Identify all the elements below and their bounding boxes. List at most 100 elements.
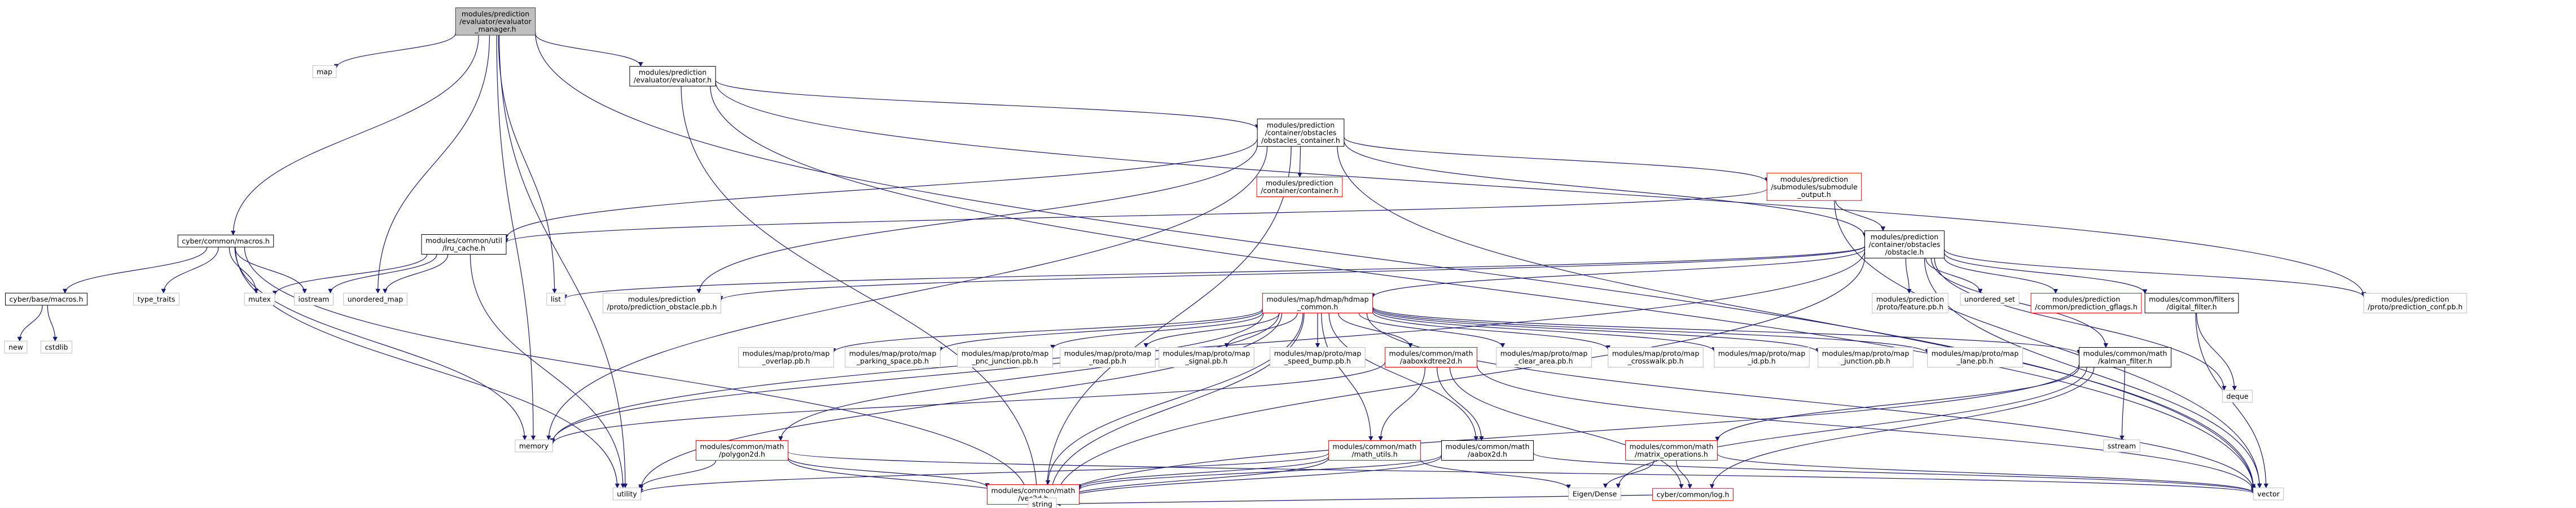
graph-node[interactable]: modules/common/math/polygon2d.h xyxy=(696,440,788,461)
graph-node-label: modules/map/proto/map xyxy=(1718,349,1806,358)
graph-node: Eigen/Dense xyxy=(1568,487,1621,501)
graph-node[interactable]: modules/common/math/matrix_operations.h xyxy=(1625,440,1718,461)
graph-node: modules/map/proto/map_road.pb.h xyxy=(1060,347,1156,367)
graph-node-box xyxy=(696,440,788,461)
graph-node[interactable]: modules/prediction/submodules/submodule_… xyxy=(1766,173,1862,201)
nodes-layer: modules/prediction/evaluator/evaluator_m… xyxy=(4,7,2467,508)
graph-node-label: modules/common/math xyxy=(991,487,1076,495)
graph-node-box xyxy=(1818,347,1914,367)
graph-node-label: modules/map/proto/map xyxy=(1500,349,1588,358)
graph-node-label: /container/obstacles xyxy=(1265,128,1337,137)
graph-node[interactable]: cyber/common/macros.h xyxy=(177,234,274,248)
dependency-edge xyxy=(1372,312,1610,351)
graph-node: modules/map/proto/map_crosswalk.pb.h xyxy=(1608,347,1704,367)
graph-node-label: _overlap.pb.h xyxy=(762,357,810,365)
graph-node-label: cyber/common/macros.h xyxy=(182,237,270,245)
graph-node-label: cyber/common/log.h xyxy=(1657,490,1730,498)
dependency-edge xyxy=(681,86,1039,499)
graph-node-box xyxy=(1028,497,1057,508)
graph-node[interactable]: modules/common/util/lru_cache.h xyxy=(421,234,507,255)
graph-node-box xyxy=(1496,347,1592,367)
dependency-edge xyxy=(715,80,1260,129)
dependency-edge xyxy=(1709,367,2095,489)
graph-node-box xyxy=(738,347,834,367)
dependency-edge xyxy=(499,35,628,489)
dependency-edge xyxy=(1533,453,2256,494)
graph-node[interactable]: modules/prediction/evaluator/evaluator_m… xyxy=(455,7,536,36)
graph-node: modules/map/proto/map_clear_area.pb.h xyxy=(1496,347,1592,367)
graph-node-label: /container/obstacles xyxy=(1869,240,1941,248)
graph-node: utility xyxy=(612,487,642,501)
graph-node[interactable]: cyber/common/log.h xyxy=(1652,488,1734,501)
dependency-edge xyxy=(1321,313,1373,441)
graph-node: modules/prediction/proto/prediction_obst… xyxy=(603,293,721,313)
dependency-edge xyxy=(244,247,1031,500)
dependency-edge xyxy=(1143,313,1280,348)
dependency-edge xyxy=(234,247,307,294)
graph-node-label: cstdlib xyxy=(45,343,68,351)
graph-node: modules/map/proto/map_id.pb.h xyxy=(1714,347,1810,367)
graph-node: unordered_set xyxy=(1960,292,2020,306)
graph-node-label: new xyxy=(8,343,23,351)
dependency-edge xyxy=(333,33,456,69)
graph-node[interactable]: modules/map/hdmap/hdmap_common.h xyxy=(1262,293,1373,313)
graph-node-label: /aabox2d.h xyxy=(1468,450,1507,458)
dependency-edge xyxy=(272,254,428,296)
graph-node: modules/prediction/proto/prediction_conf… xyxy=(2363,293,2467,313)
graph-node-label: /obstacles_container.h xyxy=(1261,136,1340,144)
graph-node-box xyxy=(845,347,941,367)
dependency-edge xyxy=(1943,248,2367,298)
graph-node: modules/map/proto/map_pnc_junction.pb.h xyxy=(957,347,1053,367)
graph-node[interactable]: modules/prediction/common/prediction_gfl… xyxy=(2030,293,2142,313)
graph-node[interactable]: modules/prediction/container/obstacles/o… xyxy=(1257,119,1345,147)
graph-node: sstream xyxy=(2103,439,2140,453)
graph-node-label: /math_utils.h xyxy=(1351,450,1397,458)
dependency-edge xyxy=(1925,258,1983,294)
graph-node[interactable]: modules/common/math/aabox2d.h xyxy=(1441,440,1534,461)
graph-node-box xyxy=(1158,347,1254,367)
graph-node-box xyxy=(546,292,565,306)
graph-node: unordered_map xyxy=(343,292,407,306)
graph-node-label: modules/map/proto/map xyxy=(1163,349,1250,358)
graph-node[interactable]: modules/prediction/evaluator/evaluator.h xyxy=(629,66,716,86)
graph-node[interactable]: modules/prediction/container/container.h xyxy=(1256,177,1343,197)
graph-node[interactable]: modules/prediction/container/obstacles/o… xyxy=(1864,230,1945,259)
graph-node-box xyxy=(1864,230,1945,259)
graph-node: modules/map/proto/map_speed_bump.pb.h xyxy=(1270,347,1366,367)
graph-node-label: sstream xyxy=(2108,441,2136,450)
graph-node[interactable]: modules/common/math/math_utils.h xyxy=(1328,440,1421,461)
graph-node-box xyxy=(2253,487,2284,501)
dependency-edge xyxy=(1077,454,1442,491)
graph-node-label: /evaluator/evaluator xyxy=(459,17,532,25)
graph-node-box xyxy=(1608,347,1704,367)
graph-node-label: type_traits xyxy=(138,295,175,303)
graph-node: new xyxy=(4,340,28,354)
graph-node-label: /digital_filter.h xyxy=(2166,303,2217,311)
graph-node-box xyxy=(1714,347,1810,367)
dependency-edge xyxy=(778,313,1280,441)
graph-node-box xyxy=(294,292,333,306)
graph-node-box xyxy=(1766,173,1862,201)
graph-node: iostream xyxy=(294,292,333,306)
graph-node-label: /polygon2d.h xyxy=(719,450,765,458)
graph-node-box xyxy=(1257,119,1345,147)
graph-node[interactable]: modules/common/filters/digital_filter.h xyxy=(2144,293,2239,313)
graph-node[interactable]: cyber/base/macros.h xyxy=(5,292,87,306)
dependency-edge xyxy=(550,313,1264,443)
graph-node-label: modules/common/math xyxy=(1389,349,1473,358)
graph-node-box xyxy=(343,292,407,306)
graph-node-box xyxy=(1256,177,1343,197)
graph-node-box xyxy=(5,292,87,306)
dependency-edge xyxy=(710,86,2256,491)
graph-node: modules/map/proto/map_signal.pb.h xyxy=(1158,347,1254,367)
dependency-edge xyxy=(546,146,1268,441)
graph-node-label: _crosswalk.pb.h xyxy=(1627,357,1684,365)
graph-node-label: _road.pb.h xyxy=(1089,357,1126,365)
graph-node-box xyxy=(4,340,28,354)
graph-node[interactable]: modules/common/math/aaboxkdtree2d.h xyxy=(1385,347,1477,367)
graph-node-label: modules/map/proto/map xyxy=(1274,349,1362,358)
dependency-edge xyxy=(1054,256,1866,501)
dependency-edge xyxy=(1835,200,1886,231)
graph-node[interactable]: modules/common/math/kalman_filter.h xyxy=(2079,347,2171,367)
graph-node-label: _output.h xyxy=(1797,190,1831,199)
